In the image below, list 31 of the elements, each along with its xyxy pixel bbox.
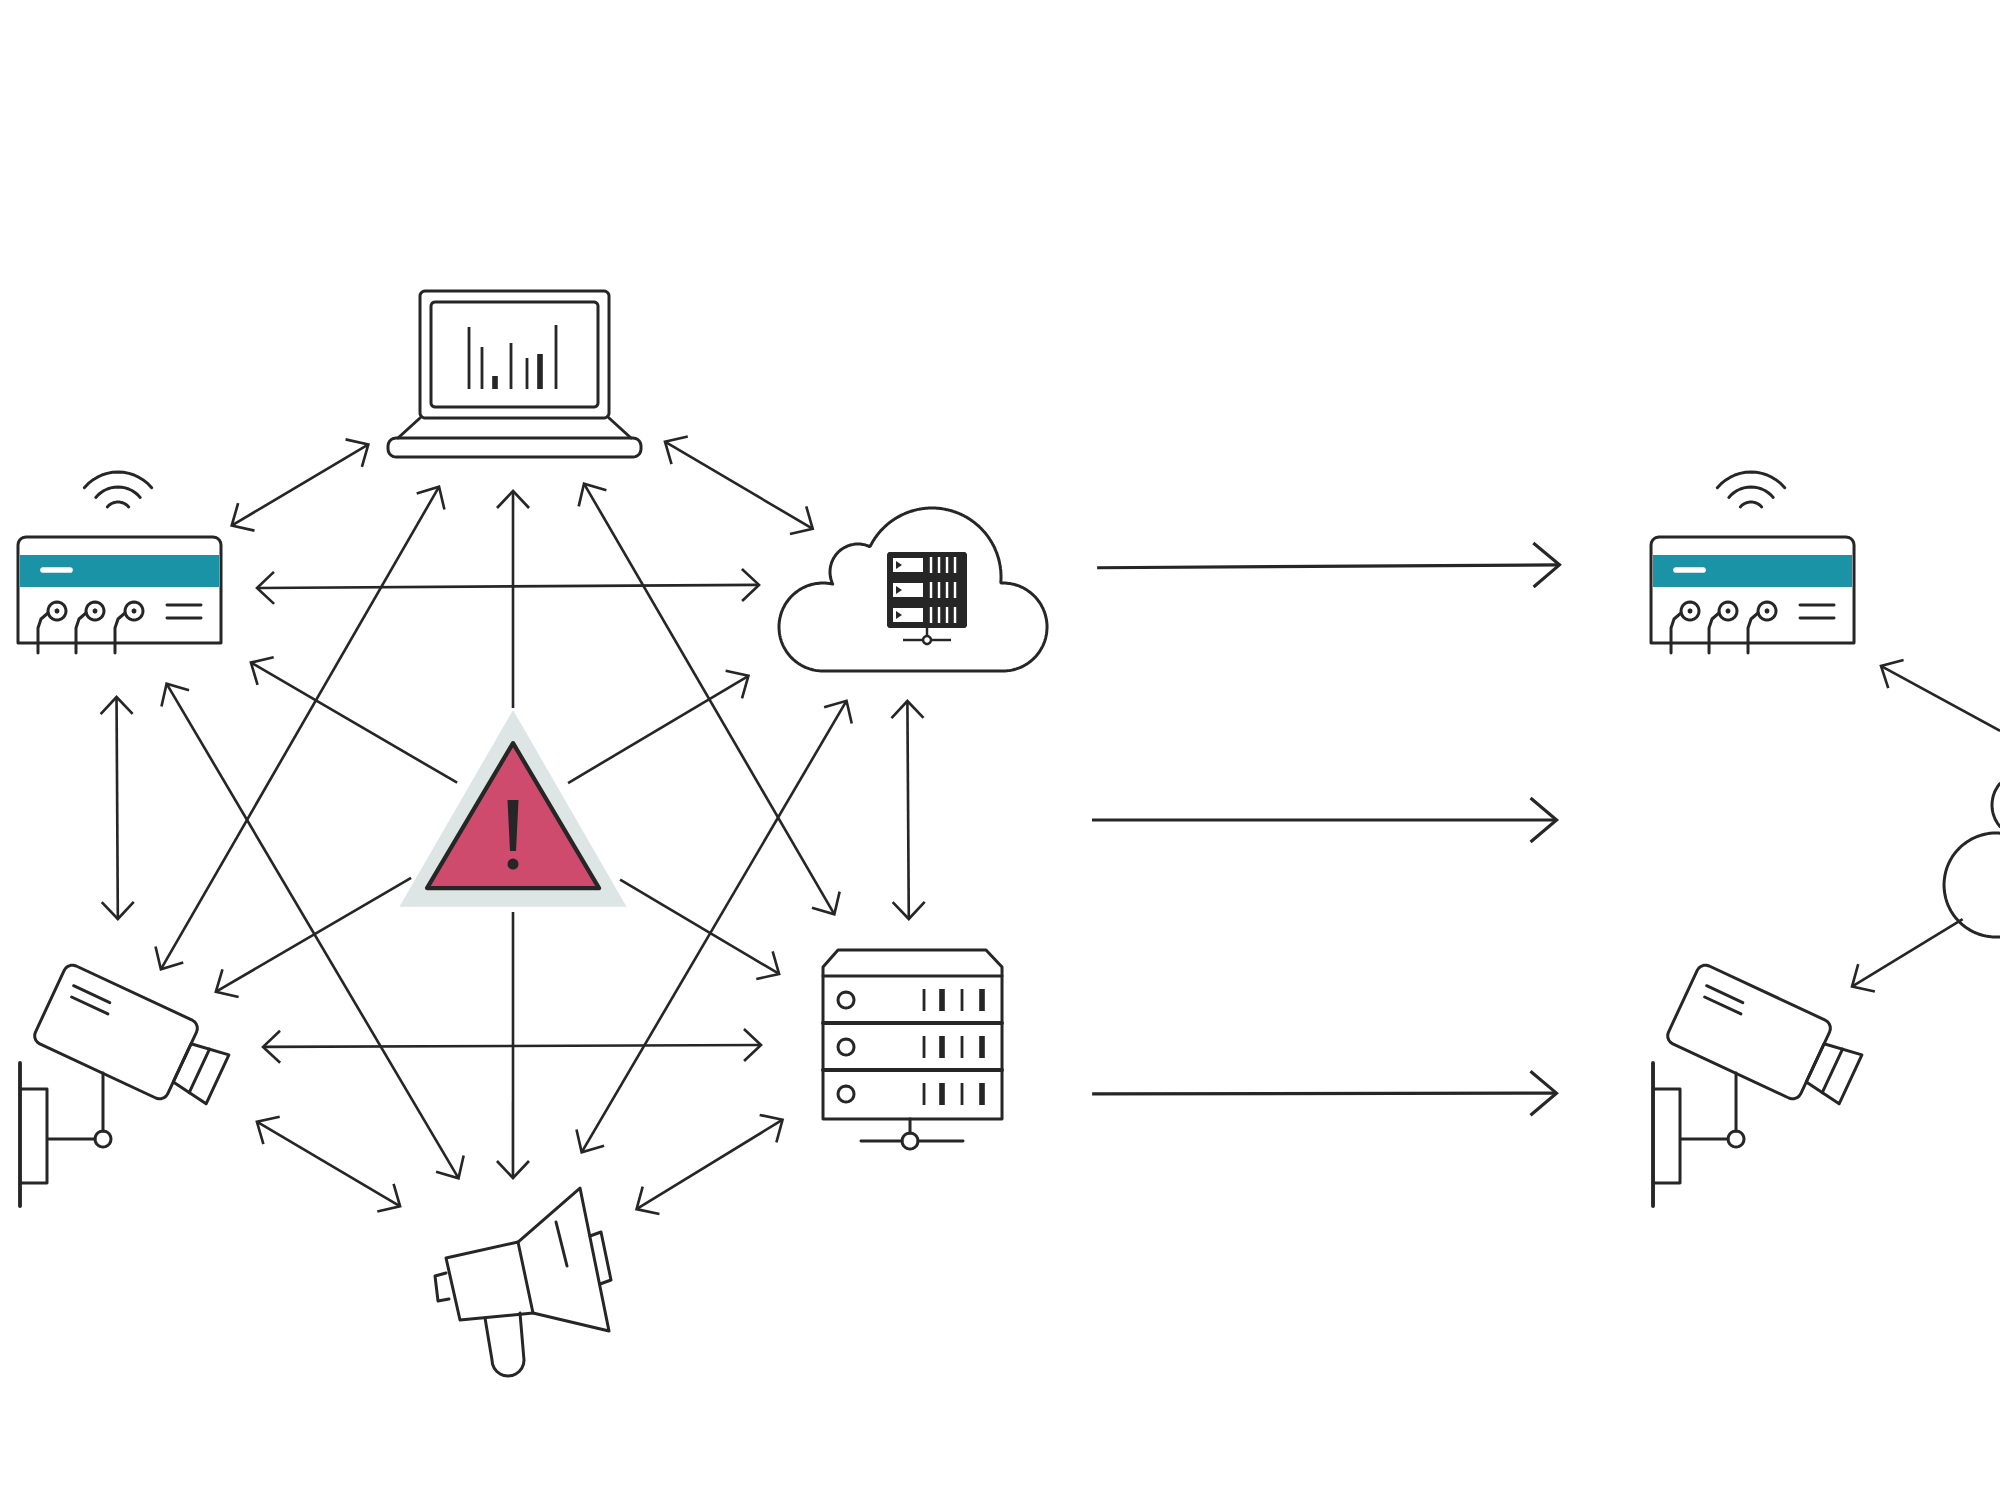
cloud-icon [1942, 782, 2000, 939]
arrow [496, 912, 530, 1180]
double-arrow [255, 568, 761, 605]
warning-triangle [399, 710, 627, 907]
laptop-icon [386, 289, 643, 459]
cloud-icon [777, 506, 1049, 673]
router-icon [1649, 470, 1856, 655]
arrow [1097, 541, 1562, 589]
double-arrow [255, 1115, 402, 1213]
router-icon [16, 470, 223, 655]
double-arrow [160, 682, 465, 1180]
camera-icon [1651, 963, 1864, 1208]
arrow [214, 876, 412, 999]
megaphone-icon [433, 1186, 613, 1378]
double-arrow [154, 485, 446, 971]
arrow [619, 878, 781, 981]
arrow [496, 489, 530, 708]
arrow [567, 669, 751, 785]
double-arrow [575, 699, 854, 1154]
arrow [1879, 658, 2000, 733]
double-arrow [890, 699, 926, 921]
camera-icon [18, 963, 231, 1208]
double-arrow [663, 435, 815, 536]
arrow [1092, 1069, 1559, 1117]
double-arrow [577, 482, 841, 916]
double-arrow [261, 1028, 763, 1064]
double-arrow [634, 1113, 785, 1216]
server-rack-icon [821, 948, 1004, 1151]
double-arrow [230, 438, 370, 532]
arrow [249, 655, 458, 784]
arrow [1850, 918, 1964, 993]
